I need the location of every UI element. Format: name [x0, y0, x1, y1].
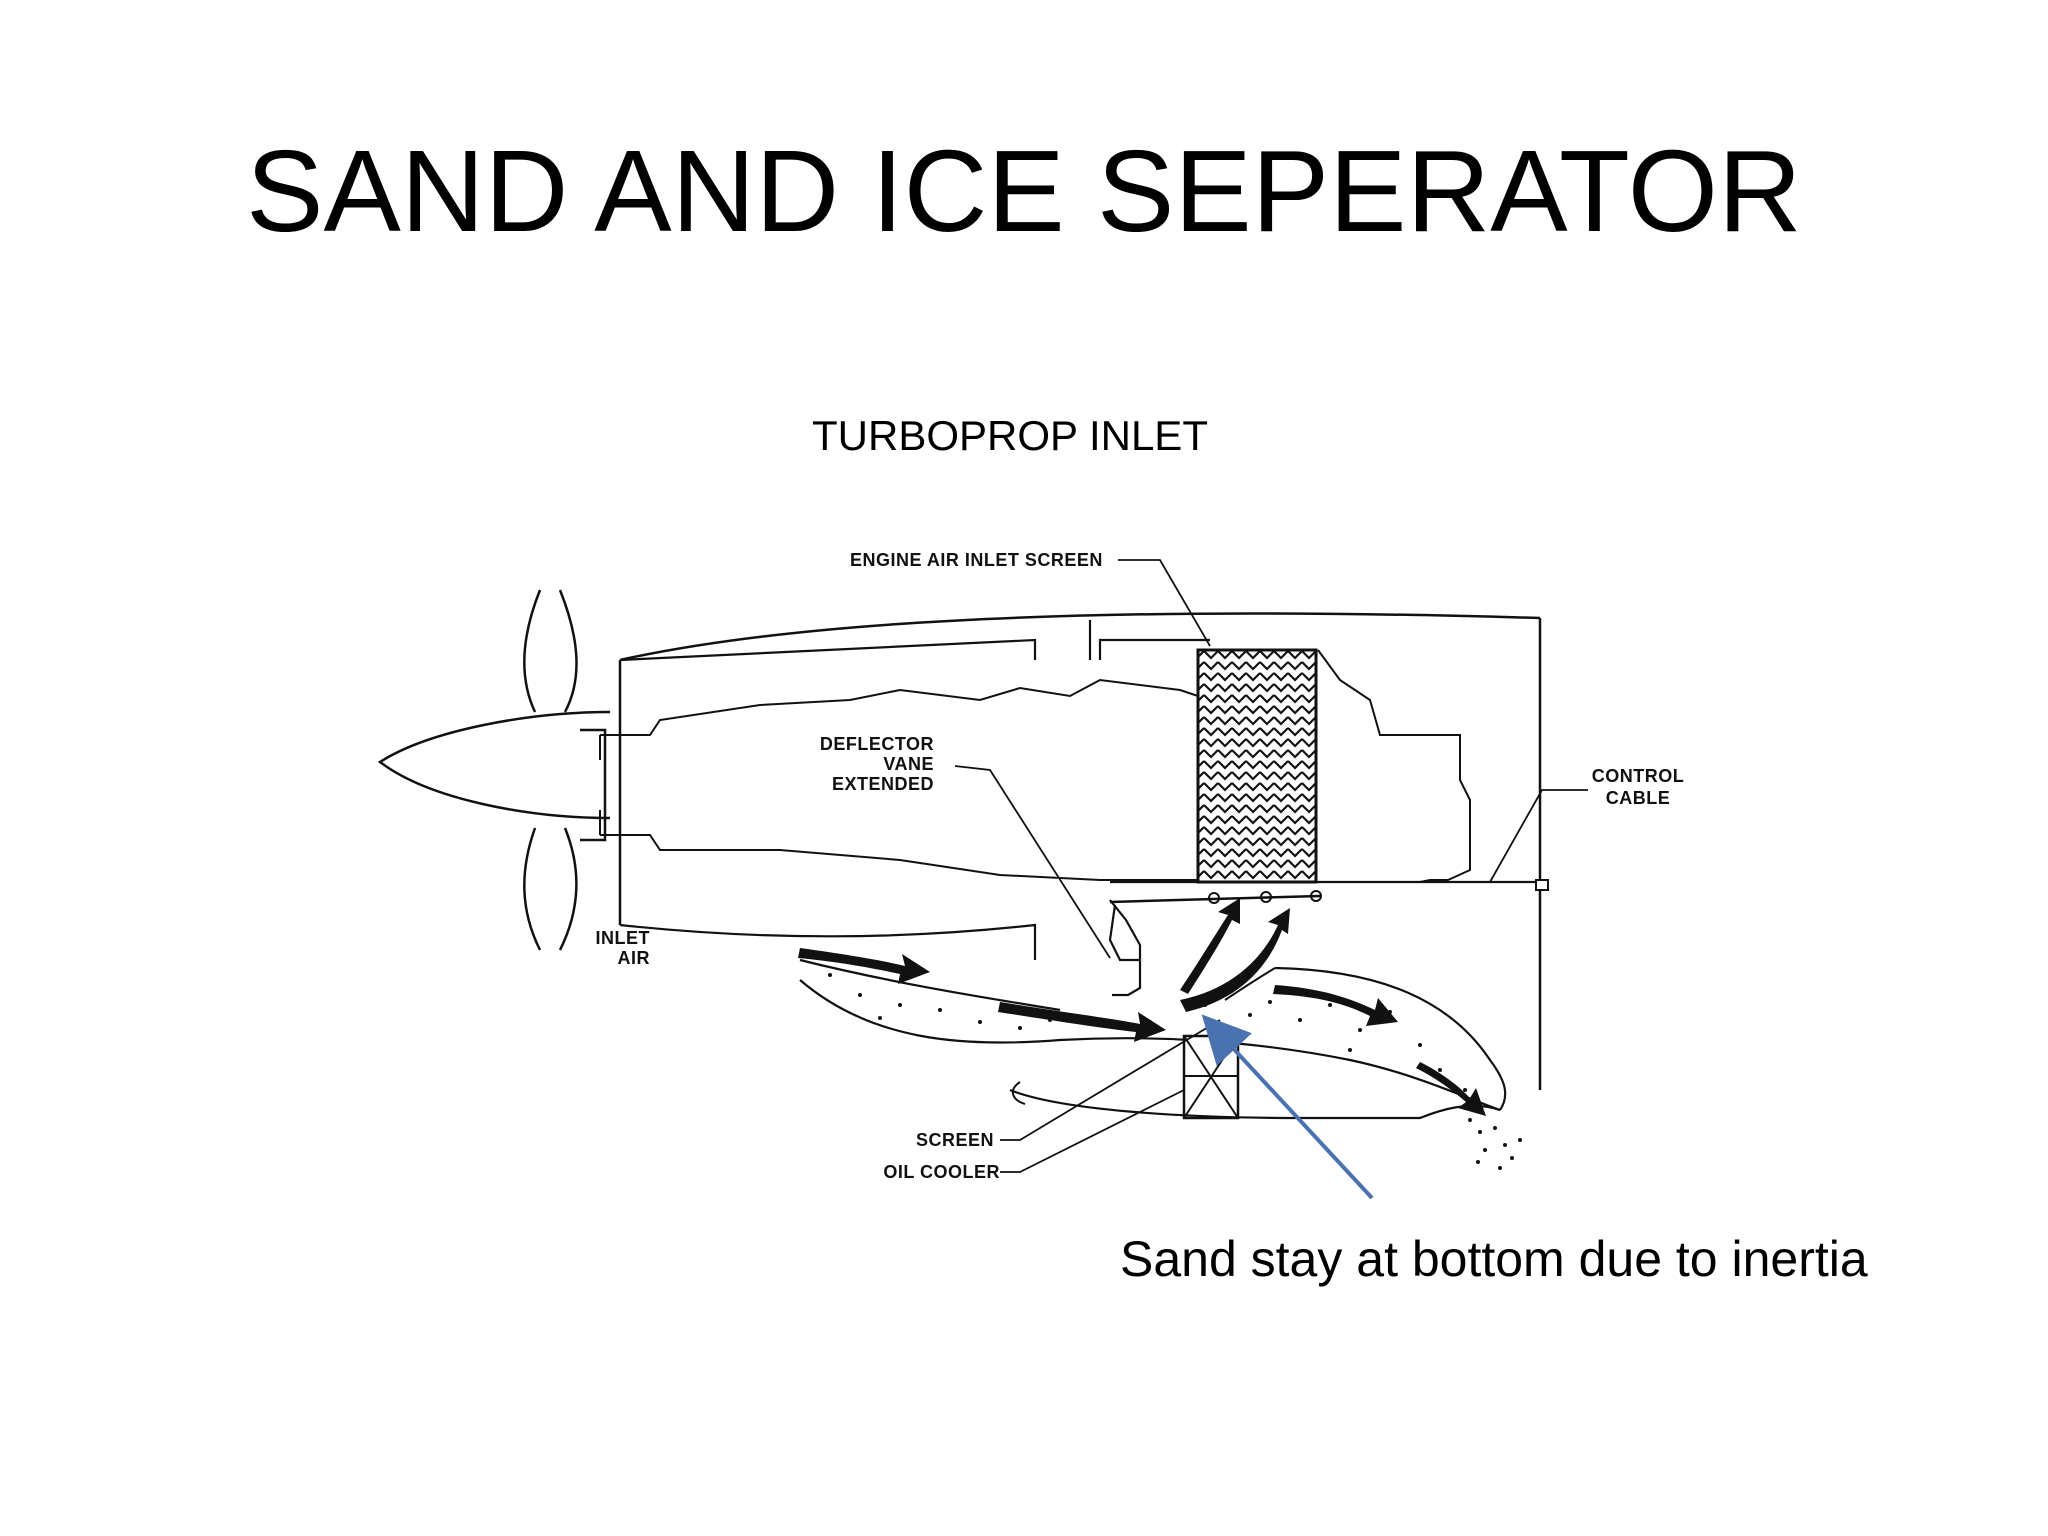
linkage-pivot: [1208, 892, 1220, 904]
bypass-lip: [1224, 967, 1276, 1001]
spinner: [377, 710, 611, 820]
propeller-blade-top: [523, 589, 578, 713]
airflow-arrow-up-right: [1180, 908, 1290, 1012]
label-control-line2: CABLE: [1606, 788, 1671, 808]
propeller-blade-bottom: [523, 827, 578, 951]
leader-oil-cooler: [1000, 1089, 1185, 1173]
leader-engine-screen: [1118, 559, 1211, 647]
bypass-duct-top: [1274, 966, 1507, 1111]
nacelle-outer-top: [619, 612, 1541, 662]
slide-title: SAND AND ICE SEPERATOR: [246, 126, 1802, 256]
linkage-pivot: [1310, 890, 1322, 902]
lower-cowl: [1009, 1088, 1501, 1120]
airflow-arrow-exit: [1416, 1062, 1486, 1116]
leader-deflector: [954, 765, 1111, 959]
label-screen: SCREEN: [916, 1130, 994, 1150]
label-deflector-line3: EXTENDED: [832, 774, 934, 794]
airflow-arrow-bypass: [1273, 985, 1398, 1026]
prop-shaft-flange: [580, 728, 607, 842]
linkage-pivot: [1260, 891, 1272, 903]
lower-cowl-lip: [1011, 1081, 1026, 1105]
label-inlet-line2: AIR: [618, 948, 651, 968]
deflector-vane-arm: [1108, 904, 1140, 962]
airflow-arrow-up-left: [1180, 898, 1240, 994]
label-control-line1: CONTROL: [1592, 766, 1685, 786]
duct-lower-wall: [799, 979, 1501, 1112]
diagram-subtitle: TURBOPROP INLET: [812, 412, 1208, 459]
label-engine-air-inlet-screen: ENGINE AIR INLET SCREEN: [850, 550, 1103, 570]
leader-screen: [1000, 1019, 1221, 1141]
duct-upper-wall: [799, 958, 1061, 1012]
engine-air-inlet-screen: [1196, 648, 1318, 884]
label-deflector-line2: VANE: [883, 754, 934, 774]
label-inlet-line1: INLET: [596, 928, 651, 948]
label-oil-cooler: OIL COOLER: [883, 1162, 1000, 1182]
engine-inner-top: [619, 620, 1210, 662]
label-deflector-line1: DEFLECTOR: [820, 734, 934, 754]
engine-core-outline: [600, 678, 1211, 881]
engine-inner-bottom: [619, 923, 1037, 960]
annotation-arrow: [1201, 1014, 1374, 1200]
airflow-arrow-inlet: [798, 948, 930, 984]
cable-end: [1535, 879, 1549, 891]
gearbox-outline: [1310, 649, 1471, 883]
linkage-bar: [1109, 894, 1321, 904]
leader-control-cable: [1489, 789, 1588, 883]
annotation-caption: Sand stay at bottom due to inertia: [1120, 1231, 1868, 1287]
deflector-vane: [1109, 899, 1142, 997]
airflow-arrow-duct: [998, 1002, 1166, 1042]
airflow-arrows: [798, 898, 1486, 1116]
